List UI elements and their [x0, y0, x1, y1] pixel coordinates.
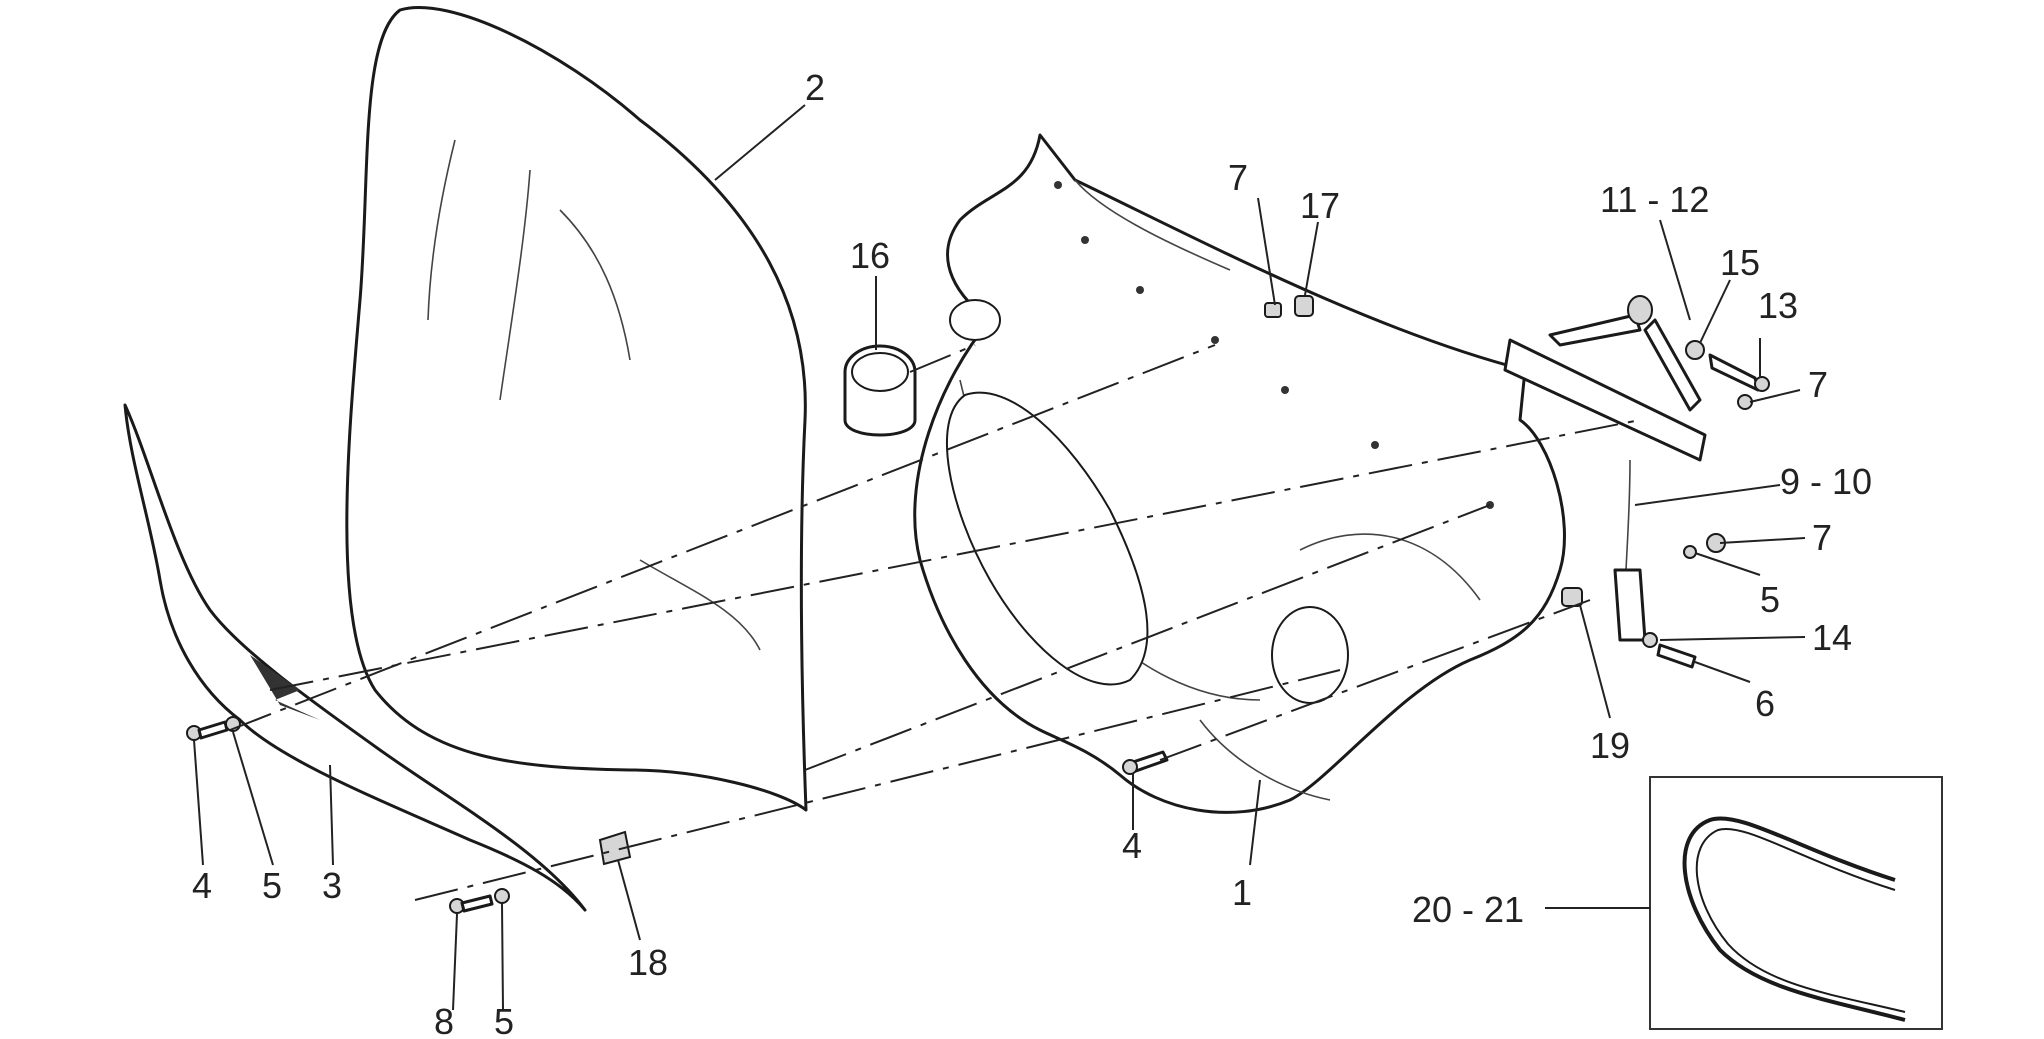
leader-lines — [193, 104, 1806, 1011]
part-headlight-fairing — [913, 133, 1566, 814]
part-windshield — [345, 6, 808, 812]
callout-1: 1 — [1232, 872, 1252, 913]
callout-8: 8 — [434, 1001, 454, 1039]
callout-16: 16 — [850, 235, 890, 276]
callout-19: 19 — [1590, 725, 1630, 766]
callout-18: 18 — [628, 942, 668, 983]
callout-5-right: 5 — [1760, 579, 1780, 620]
callout-6: 6 — [1755, 683, 1775, 724]
callout-14: 14 — [1812, 617, 1852, 658]
callout-labels: 2 16 7 17 11 - 12 15 13 7 9 - 10 7 5 14 … — [192, 67, 1872, 1039]
callout-3: 3 — [322, 865, 342, 906]
callout-7-mid: 7 — [1812, 517, 1832, 558]
callout-20-21: 20 - 21 — [1412, 889, 1524, 930]
part-bracket — [1503, 295, 1707, 642]
hardware — [186, 295, 1770, 914]
callout-15: 15 — [1720, 242, 1760, 283]
callout-5-bottom: 5 — [494, 1001, 514, 1039]
callout-17: 17 — [1300, 185, 1340, 226]
part-gasket-inset — [1649, 776, 1943, 1030]
callout-4-left: 4 — [192, 865, 212, 906]
callout-13: 13 — [1758, 285, 1798, 326]
part-ring — [843, 344, 917, 437]
callout-7-right: 7 — [1808, 364, 1828, 405]
assembly-axes — [229, 344, 1641, 901]
callout-2: 2 — [805, 67, 825, 108]
callout-7-top: 7 — [1228, 157, 1248, 198]
callout-9-10: 9 - 10 — [1780, 461, 1872, 502]
callout-11-12: 11 - 12 — [1600, 179, 1709, 220]
callout-5-left: 5 — [262, 865, 282, 906]
callout-4-center: 4 — [1122, 825, 1142, 866]
